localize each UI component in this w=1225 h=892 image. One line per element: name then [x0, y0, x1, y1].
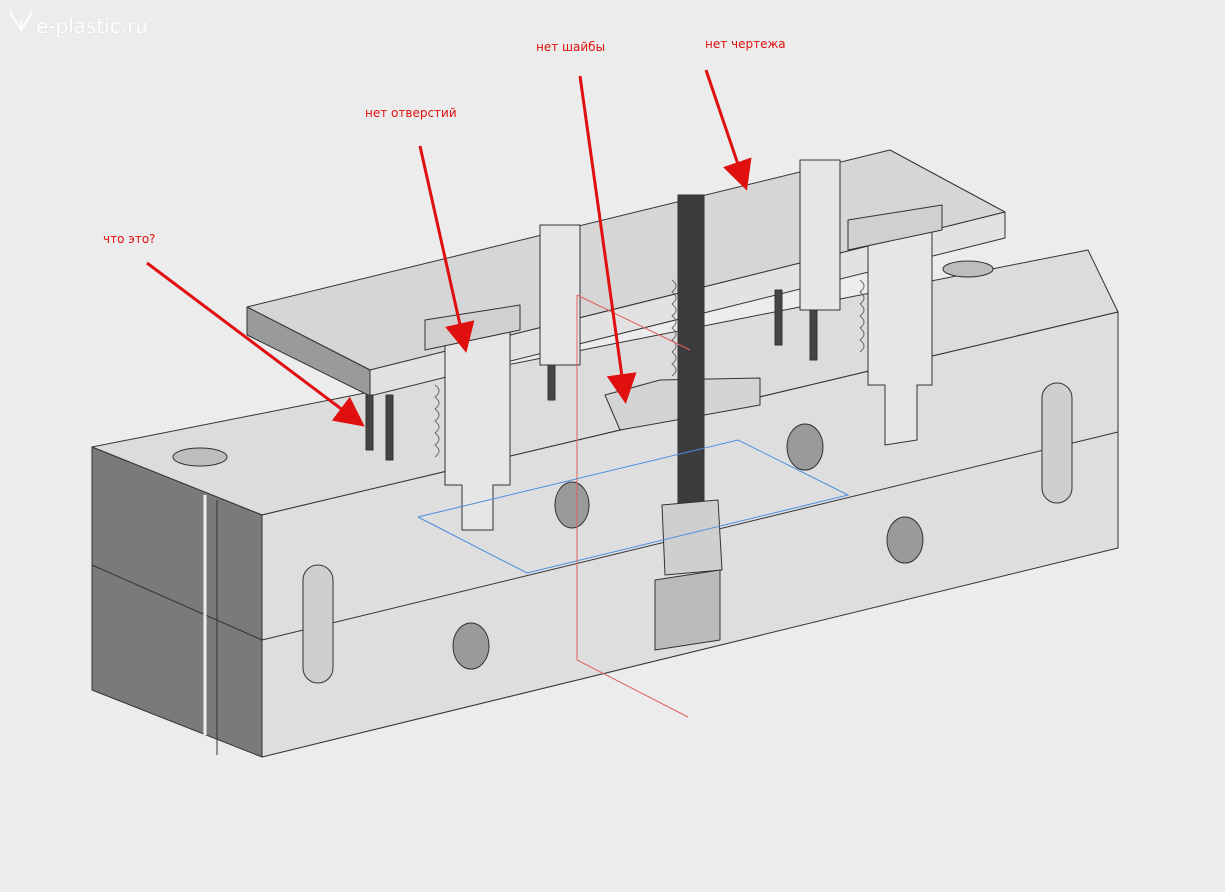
hole [786, 423, 824, 471]
annotation-what-is-this: что это? [103, 232, 156, 246]
hole [554, 481, 590, 529]
hole [172, 447, 228, 467]
hole [942, 260, 994, 278]
annotation-no-holes: нет отверстий [365, 106, 457, 120]
arrow-no-drawing [704, 69, 752, 191]
slot [1041, 382, 1073, 504]
section-plane-outline [417, 439, 850, 574]
bolt-right [867, 231, 933, 446]
hole [886, 516, 924, 564]
watermark: e-plastic.ru [36, 14, 149, 38]
annotation-no-washer: нет шайбы [536, 40, 606, 54]
arrow-no-holes [418, 145, 475, 353]
annotation-no-drawing: нет чертежа [705, 37, 786, 51]
arrow-no-washer [578, 75, 637, 404]
slot [302, 564, 334, 684]
central-rod [677, 194, 705, 511]
logo-icon [9, 11, 33, 32]
hole [452, 622, 490, 670]
parting-line-left [91, 564, 263, 641]
arrow-what-is-this [146, 261, 365, 427]
bolt-left [444, 329, 511, 531]
